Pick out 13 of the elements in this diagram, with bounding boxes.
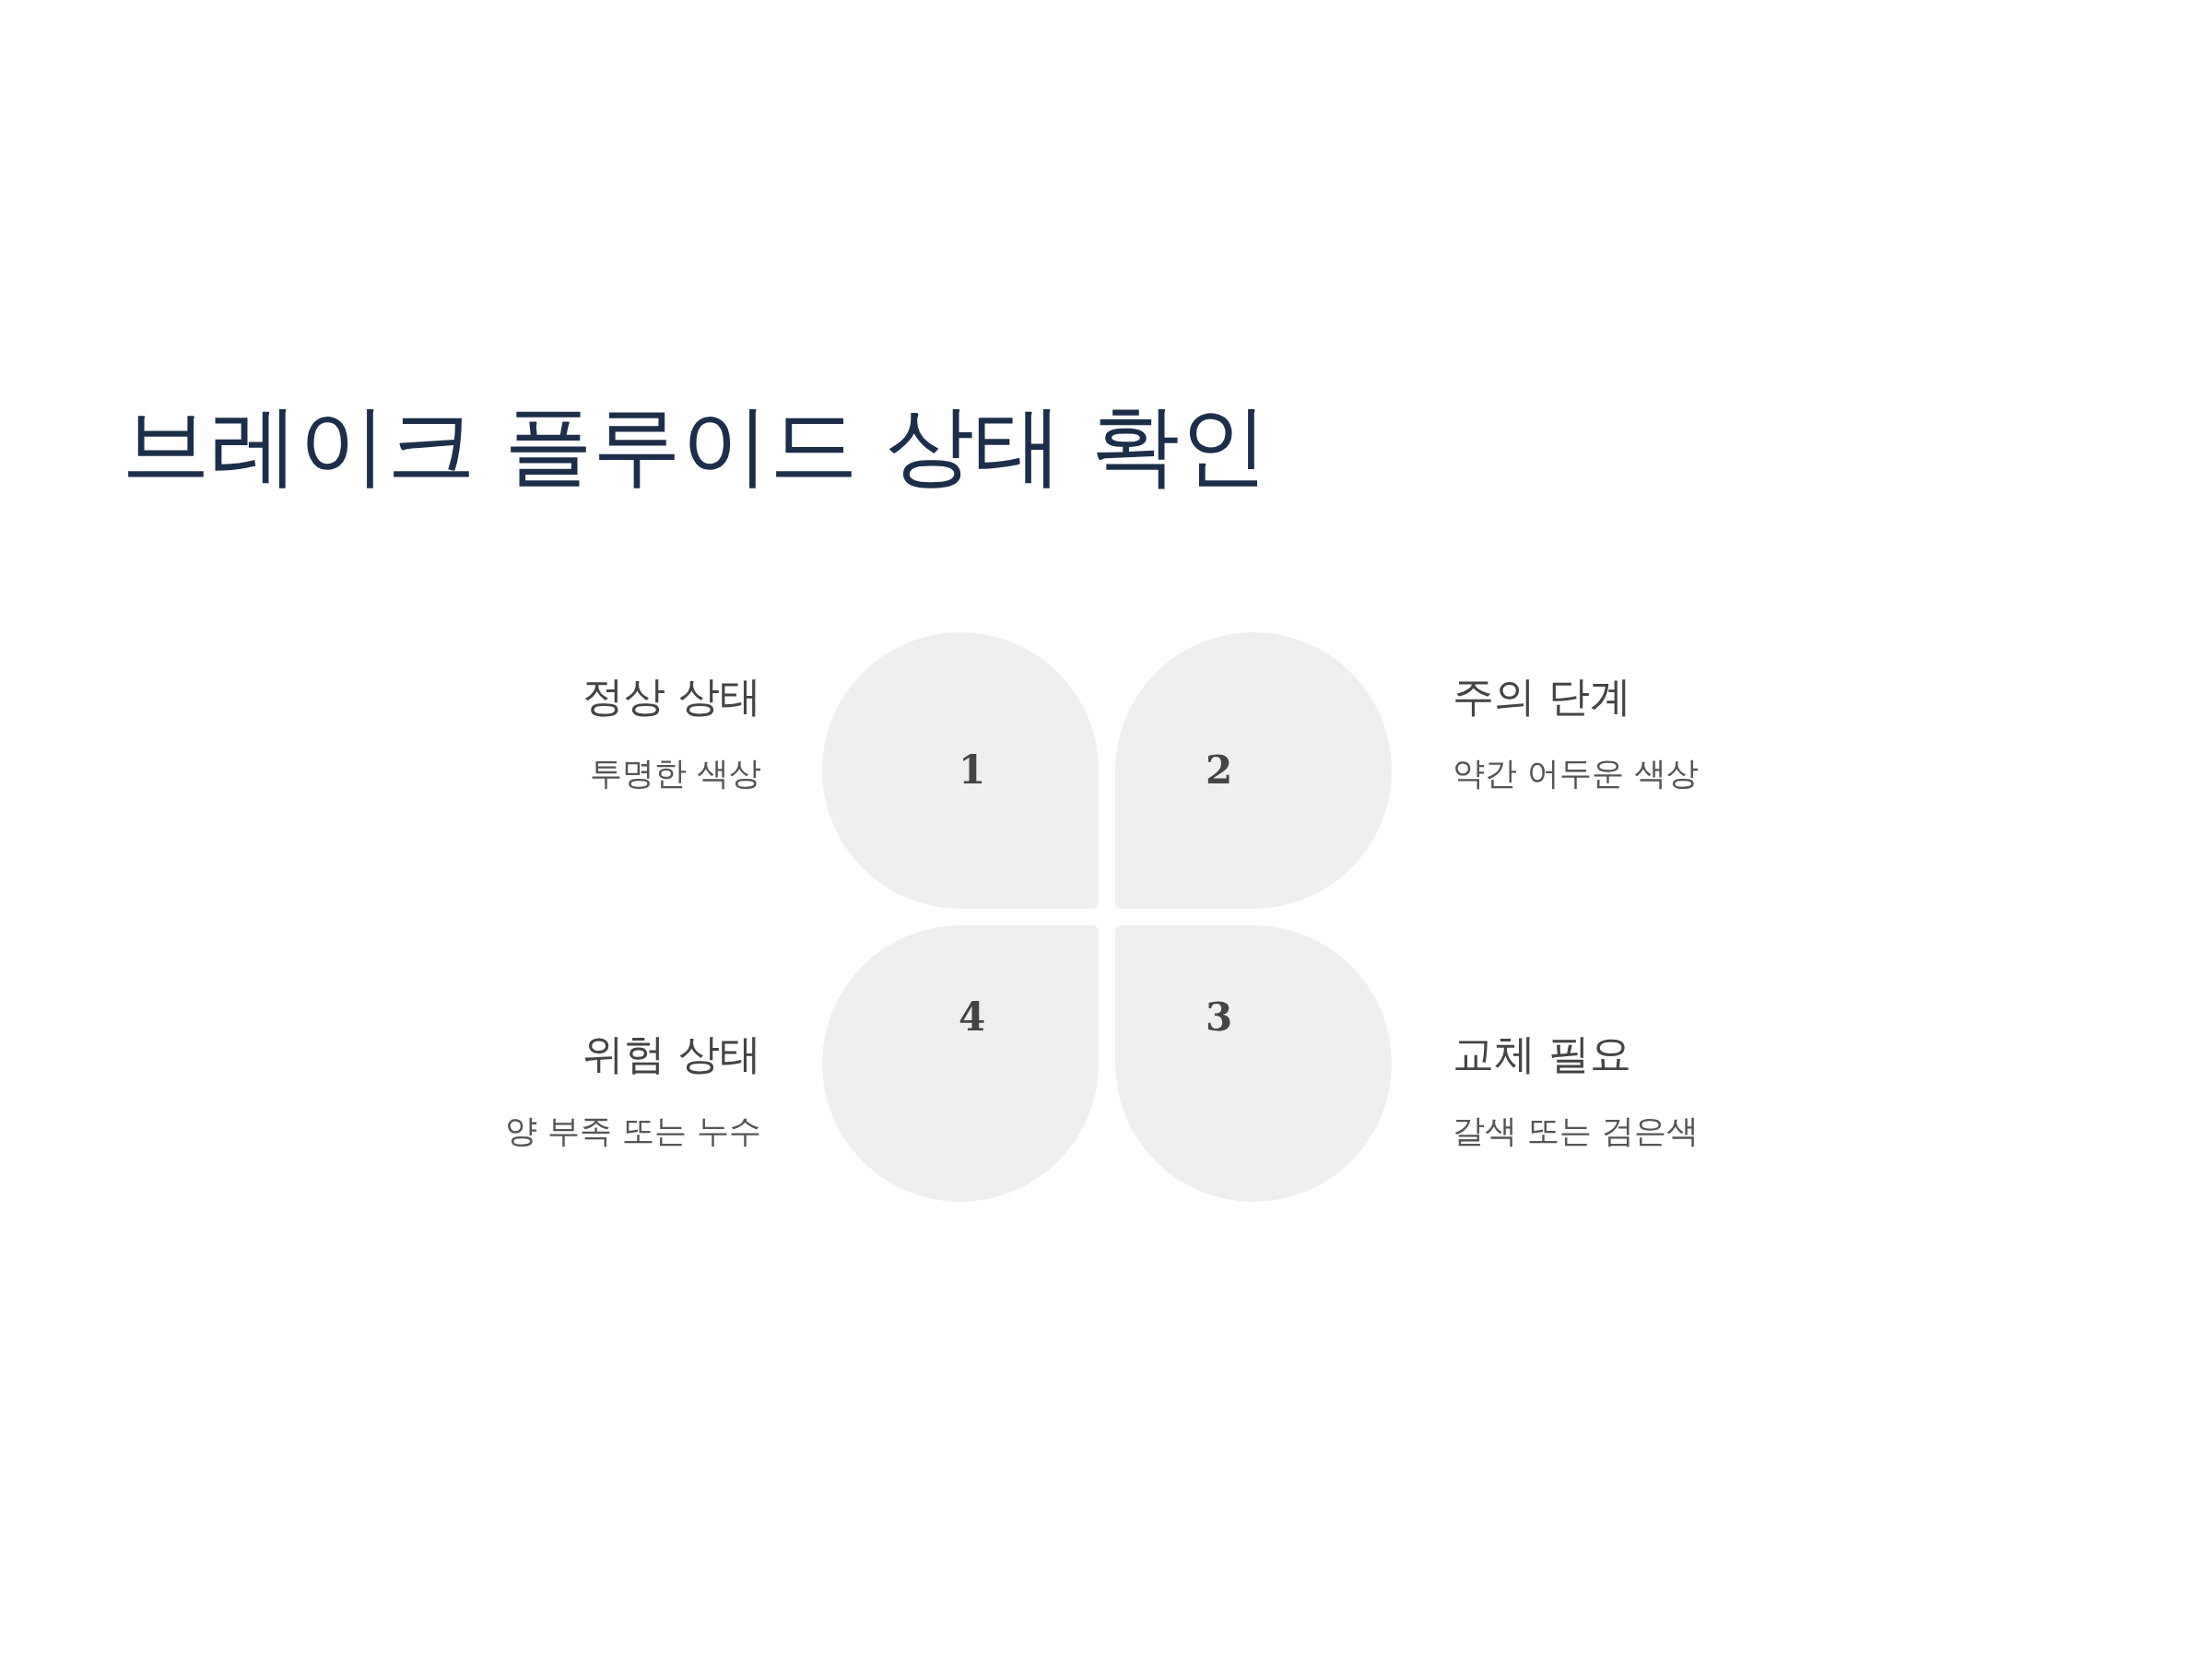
status-description: 양 부족 또는 누수 (503, 1112, 761, 1151)
status-heading: 교체 필요 (1453, 1029, 1633, 1080)
status-heading: 주의 단계 (1453, 671, 1633, 723)
status-heading: 정상 상태 (581, 671, 761, 723)
status-description: 갈색 또는 검은색 (1453, 1112, 1700, 1151)
status-description: 투명한 색상 (588, 754, 761, 794)
step-number: 4 (959, 994, 986, 1040)
page-title: 브레이크 플루이드 상태 확인 (122, 393, 1268, 499)
step-number: 1 (959, 747, 986, 793)
step-number: 3 (1206, 994, 1233, 1040)
status-heading: 위험 상태 (581, 1029, 761, 1080)
step-number: 2 (1206, 747, 1233, 793)
status-description: 약간 어두운 색상 (1453, 754, 1700, 794)
